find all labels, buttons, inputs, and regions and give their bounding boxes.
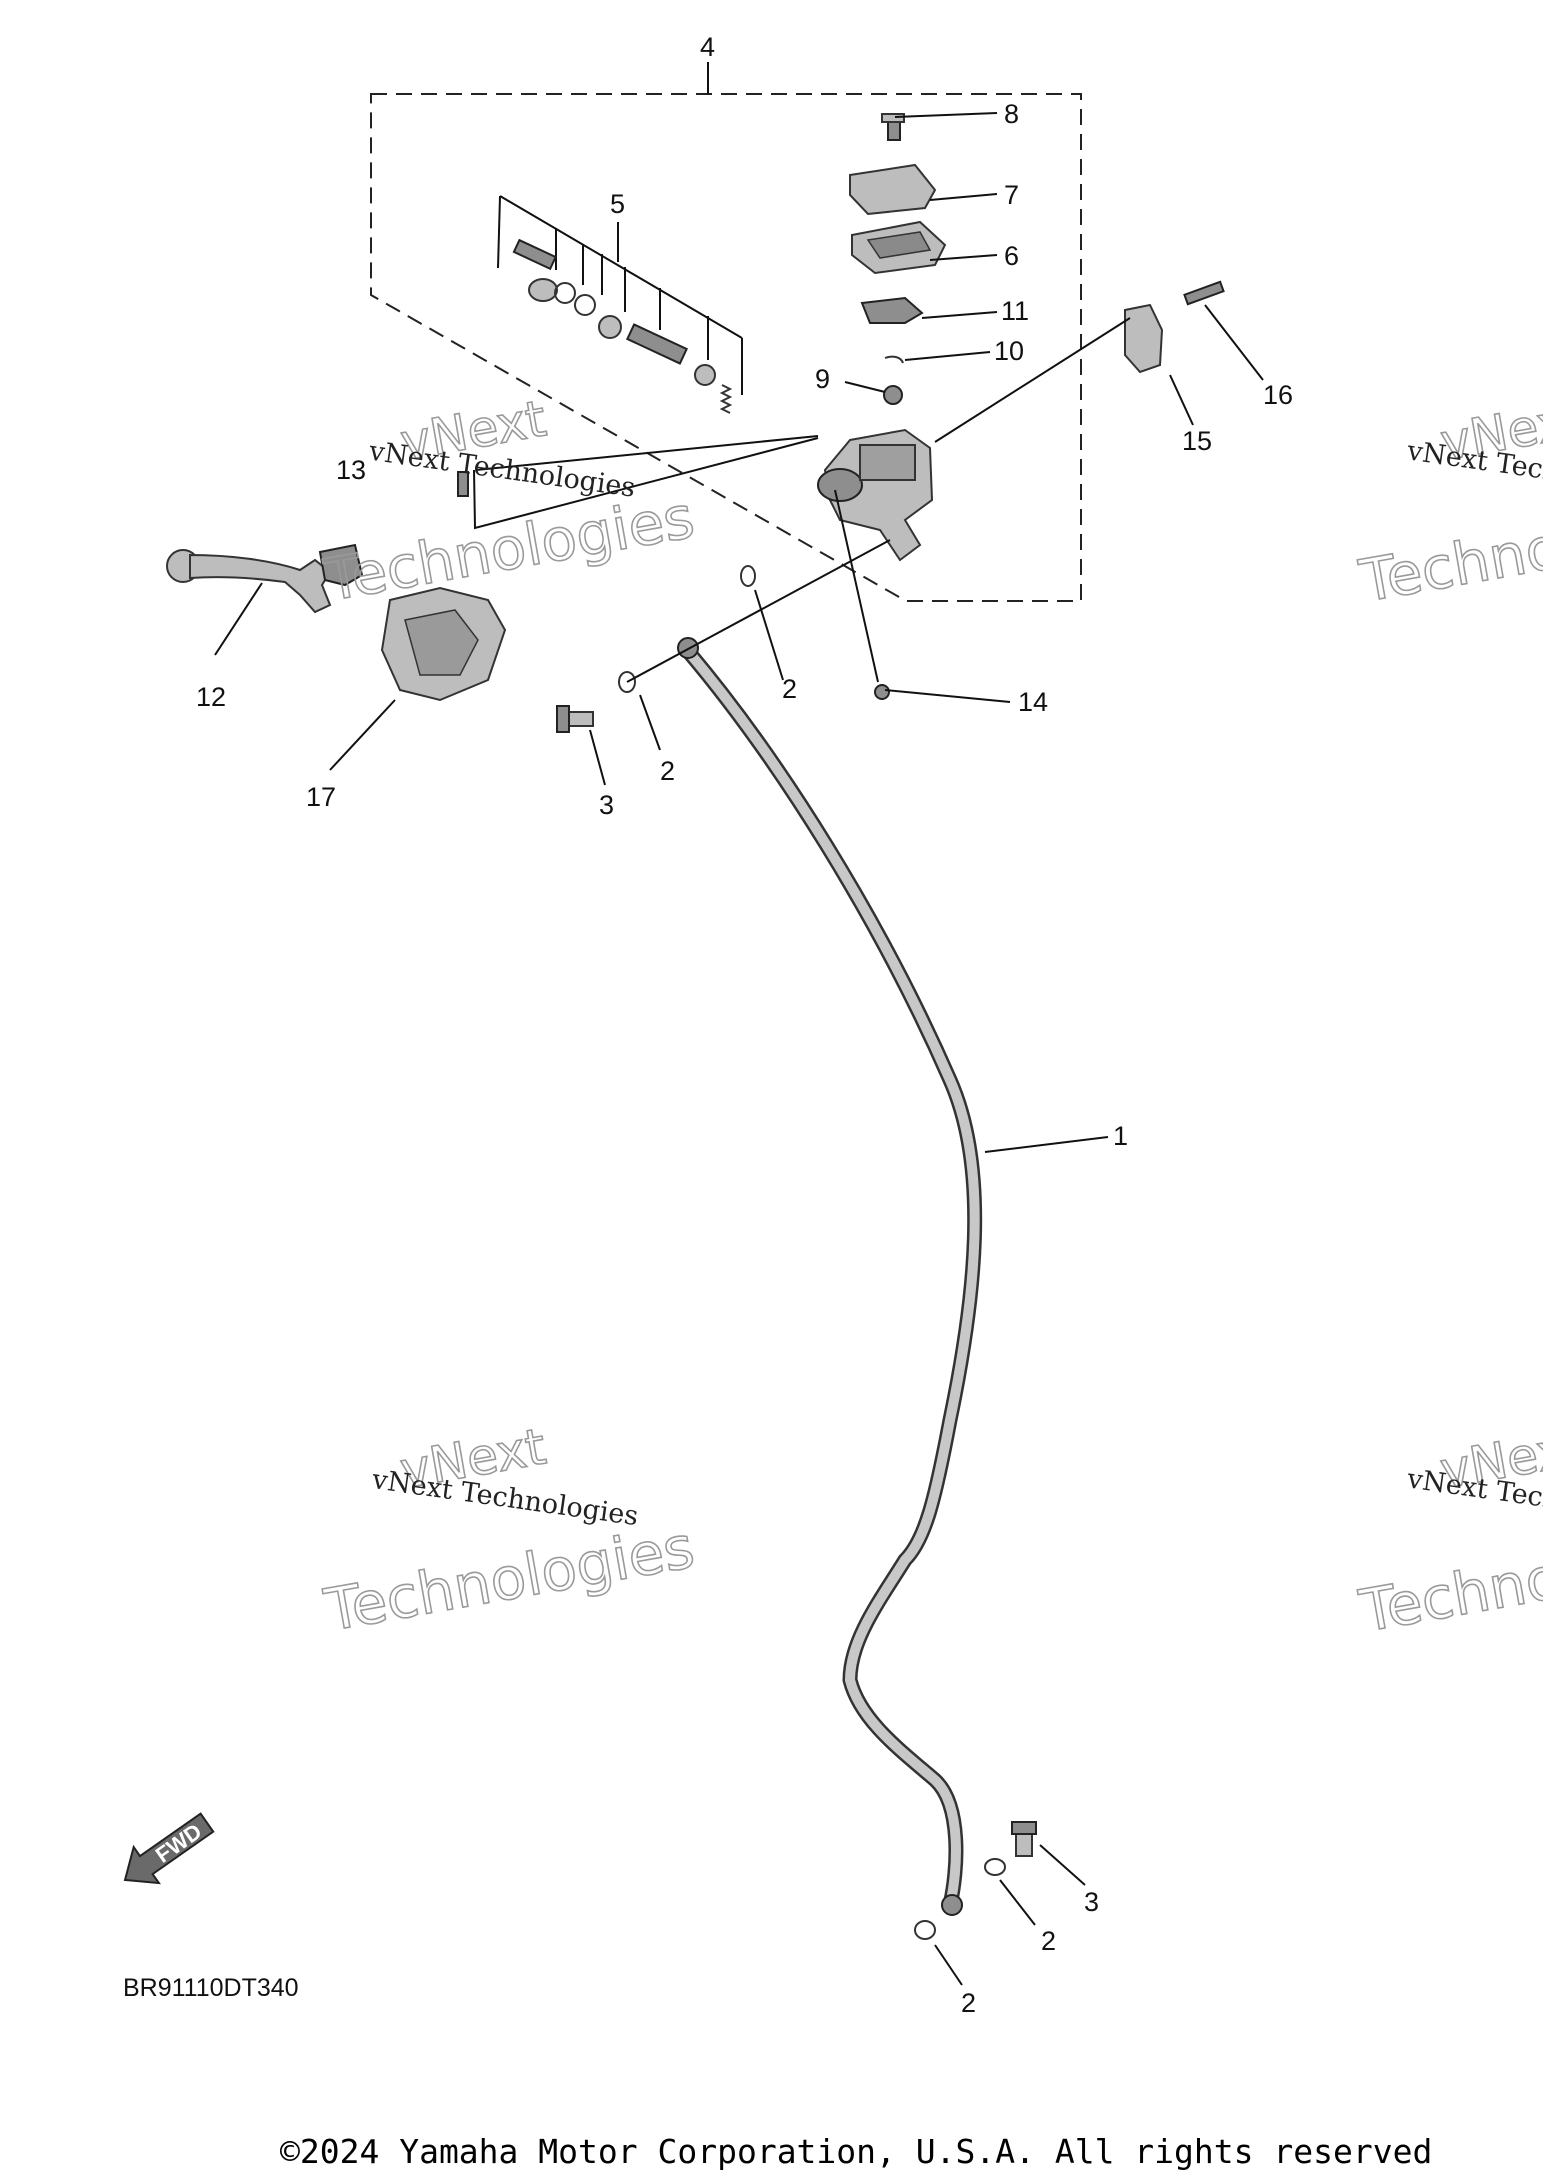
diagram-code: BR91110DT340 [123, 1974, 299, 2002]
clamp-15 [1124, 303, 1164, 374]
piston-kit-5 [497, 195, 743, 414]
callout-15: 15 [1182, 426, 1212, 456]
callout-16: 16 [1263, 380, 1293, 410]
callouts: 4 8 7 5 6 11 10 9 16 15 13 12 2 14 2 17 … [196, 32, 1293, 2018]
holder-6 [851, 220, 947, 275]
callout-13: 13 [336, 455, 366, 485]
lever-12 [166, 543, 364, 614]
callout-4: 4 [700, 32, 715, 62]
callout-2-d: 2 [961, 1988, 976, 2018]
callout-9: 9 [815, 364, 830, 394]
switch-13 [457, 471, 469, 497]
svg-text:Technologies: Technologies [1354, 1514, 1543, 1646]
callout-12: 12 [196, 682, 226, 712]
svg-text:Technologies: Technologies [319, 483, 699, 615]
callout-7: 7 [1004, 180, 1019, 210]
cover-17 [380, 586, 507, 702]
washer-2-b [740, 565, 756, 587]
nut-9 [883, 385, 903, 405]
watermark-3: vNext vNext Technologies Technologies [319, 1417, 700, 1646]
callout-2-c: 2 [1041, 1926, 1056, 1956]
bolt-16 [1183, 280, 1225, 306]
copyright-notice: ©2024 Yamaha Motor Corporation, U.S.A. A… [280, 2132, 1432, 2171]
banjo-bolt-3-bottom [1011, 1821, 1037, 1857]
svg-text:Technologies: Technologies [1354, 484, 1543, 616]
banjo-bolt-3-top [556, 705, 594, 733]
clip-10 [884, 355, 904, 364]
nut-14 [874, 684, 890, 700]
callout-2-a: 2 [782, 674, 797, 704]
callout-6: 6 [1004, 241, 1019, 271]
washer-2-d [914, 1920, 936, 1940]
watermark-2: vNext vNext Technologies Technologies [1354, 389, 1543, 617]
master-cylinder-body [817, 428, 934, 562]
svg-text:Technologies: Technologies [319, 1513, 699, 1645]
watermark-4: vNext vNext Technologies Technologies [1354, 1417, 1543, 1647]
cap-7 [849, 163, 937, 216]
bolt-8 [881, 113, 905, 141]
brake-hose [677, 637, 983, 1916]
callout-11: 11 [1001, 296, 1029, 326]
callout-3-b: 3 [1084, 1887, 1099, 1917]
callout-10: 10 [994, 336, 1024, 366]
callout-5: 5 [610, 189, 625, 219]
callout-8: 8 [1004, 99, 1019, 129]
washer-2-c [984, 1858, 1006, 1876]
callout-2-b: 2 [660, 756, 675, 786]
callout-3-a: 3 [599, 790, 614, 820]
callout-1: 1 [1113, 1121, 1128, 1151]
diaphragm-11 [860, 296, 924, 324]
fwd-arrow-icon: FWD [123, 1812, 215, 1885]
assembly-4-boundary [370, 62, 1082, 602]
leader-lines [214, 112, 1264, 1986]
watermark-1: vNext vNext Technologies Technologies [319, 389, 700, 616]
callout-17: 17 [306, 782, 336, 812]
callout-14: 14 [1018, 687, 1048, 717]
